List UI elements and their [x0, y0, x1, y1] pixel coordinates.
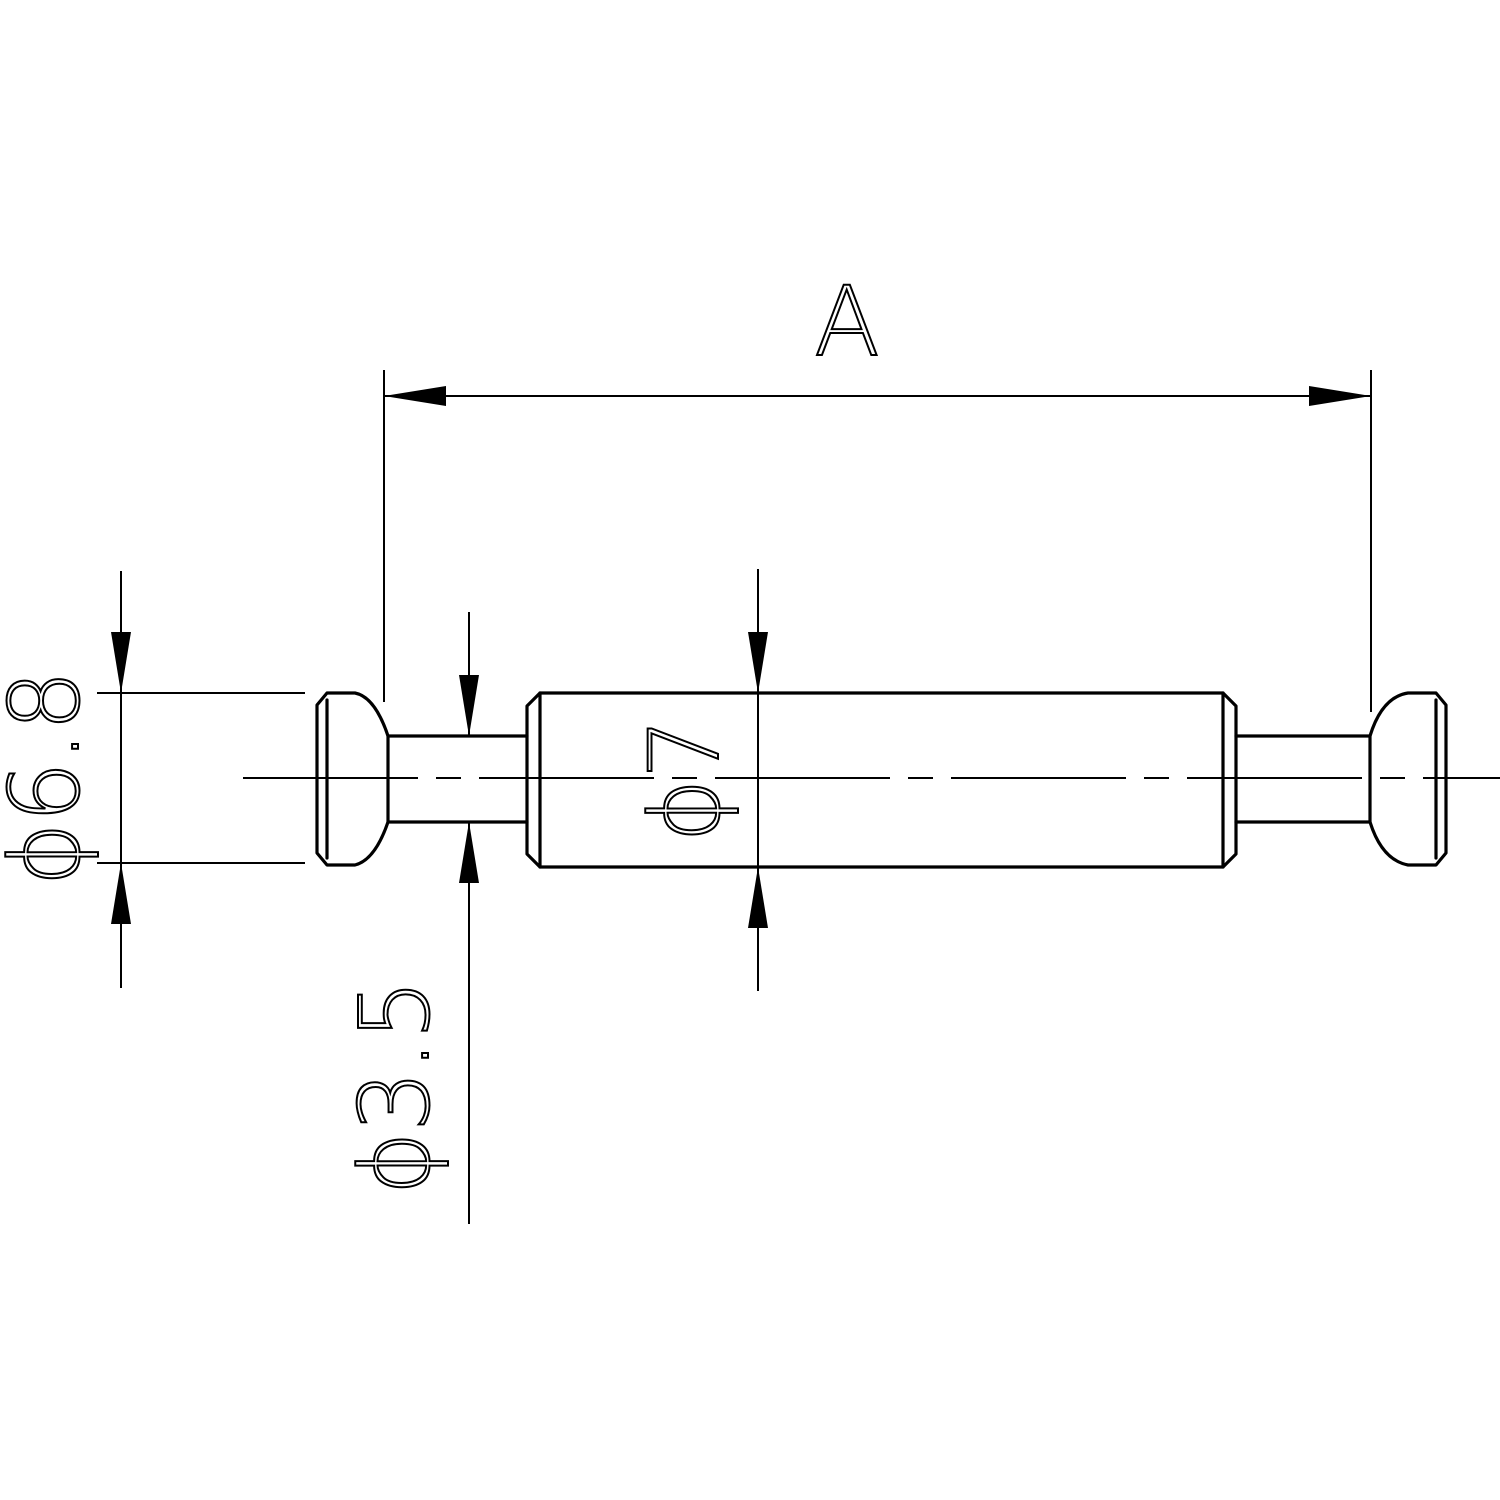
dim-body-arrow-top — [748, 632, 768, 693]
dim-body-arrow-bottom — [748, 867, 768, 928]
dim-neck-arrow-top — [459, 675, 479, 736]
dim-neck-arrow-bottom — [459, 822, 479, 883]
dim-a-arrow-right — [1309, 386, 1371, 406]
dim-a-arrow-left — [384, 386, 446, 406]
left-neck-outline — [386, 734, 529, 824]
dim-head-arrow-bottom — [111, 863, 131, 924]
dim-body-label: ϕ7 — [629, 718, 741, 842]
dim-neck-label: ϕ3.5 — [339, 979, 451, 1195]
right-neck-outline — [1234, 734, 1372, 824]
dim-head-label: ϕ6.8 — [0, 670, 101, 886]
left-head-outline — [315, 691, 390, 867]
right-head-outline — [1368, 691, 1448, 867]
dim-head-arrow-top — [111, 632, 131, 693]
dim-a-label: A — [814, 266, 880, 378]
